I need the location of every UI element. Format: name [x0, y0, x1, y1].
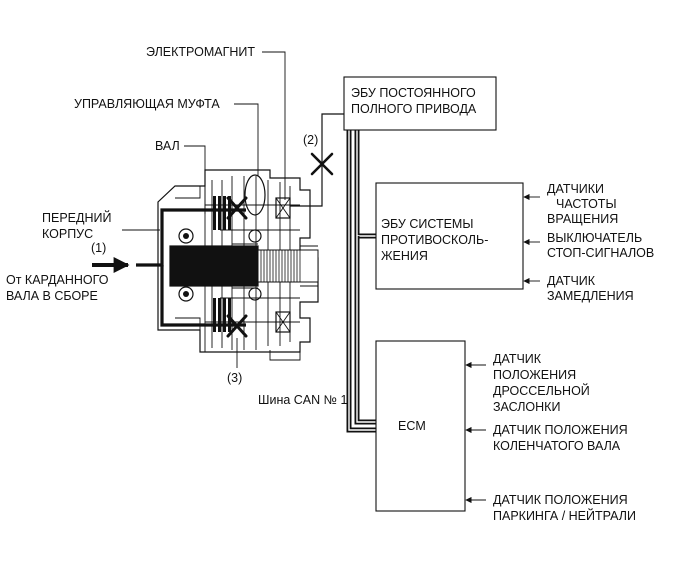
- callout-leaders: [122, 51, 286, 368]
- awd-ecu-label-1: ЭБУ ПОСТОЯННОГО: [351, 86, 476, 100]
- pcs-ecu-label-1: ЭБУ СИСТЕМЫ: [381, 217, 473, 231]
- throttle-sensor-label-3: ДРОССЕЛЬНОЙ: [493, 383, 590, 398]
- awd-output-line: [290, 113, 344, 207]
- from-prop-shaft-label-2: ВАЛА В СБОРЕ: [6, 289, 98, 303]
- front-housing-label-2: КОРПУС: [42, 227, 93, 241]
- crank-sensor-label-1: ДАТЧИК ПОЛОЖЕНИЯ: [493, 423, 628, 437]
- pcs-ecu-box: [375, 182, 524, 290]
- can-bus-label: Шина CAN № 1: [258, 393, 348, 407]
- ecm-sensor-arrows: [465, 361, 486, 504]
- park-sensor-label-2: ПАРКИНГА / НЕЙТРАЛИ: [493, 508, 636, 523]
- pcs-ecu-label-2: ПРОТИВОСКОЛЬ-: [381, 233, 488, 247]
- stop-switch-label-1: ВЫКЛЮЧАТЕЛЬ: [547, 231, 642, 245]
- control-clutch-label: УПРАВЛЯЮЩАЯ МУФТА: [74, 97, 220, 111]
- marker-1: (1): [91, 241, 106, 255]
- marker-2: (2): [303, 133, 318, 147]
- from-prop-shaft-label-1: От КАРДАННОГО: [6, 273, 109, 287]
- pcs-sensor-arrows: [523, 193, 540, 285]
- speed-sensor-label-2: ЧАСТОТЫ: [556, 197, 617, 211]
- decel-sensor-label-2: ЗАМЕДЛЕНИЯ: [547, 289, 634, 303]
- stop-switch-label-2: СТОП-СИГНАЛОВ: [547, 246, 654, 260]
- crank-sensor-label-2: КОЛЕНЧАТОГО ВАЛА: [493, 439, 621, 453]
- speed-sensor-label-3: ВРАЩЕНИЯ: [547, 212, 618, 226]
- ecm-label: ECM: [398, 419, 426, 433]
- electromagnet-label: ЭЛЕКТРОМАГНИТ: [146, 45, 255, 59]
- decel-sensor-label-1: ДАТЧИК: [547, 274, 596, 288]
- coupling-assembly-drawing: [157, 169, 319, 361]
- park-sensor-label-1: ДАТЧИК ПОЛОЖЕНИЯ: [493, 493, 628, 507]
- speed-sensor-label-1: ДАТЧИКИ: [547, 182, 604, 196]
- throttle-sensor-label-4: ЗАСЛОНКИ: [493, 400, 560, 414]
- awd-ecu-box: [343, 76, 497, 131]
- throttle-sensor-label-1: ДАТЧИК: [493, 352, 542, 366]
- awd-ecu-label-2: ПОЛНОГО ПРИВОДА: [351, 102, 477, 116]
- ecm-box: [375, 340, 466, 512]
- shaft-label: ВАЛ: [155, 139, 180, 153]
- throttle-sensor-label-2: ПОЛОЖЕНИЯ: [493, 368, 576, 382]
- marker-3: (3): [227, 371, 242, 385]
- can-bus-line: [346, 130, 376, 433]
- pcs-ecu-label-3: ЖЕНИЯ: [381, 249, 428, 263]
- front-housing-label-1: ПЕРЕДНИЙ: [42, 210, 111, 225]
- flow-block-x-marks: [226, 196, 248, 338]
